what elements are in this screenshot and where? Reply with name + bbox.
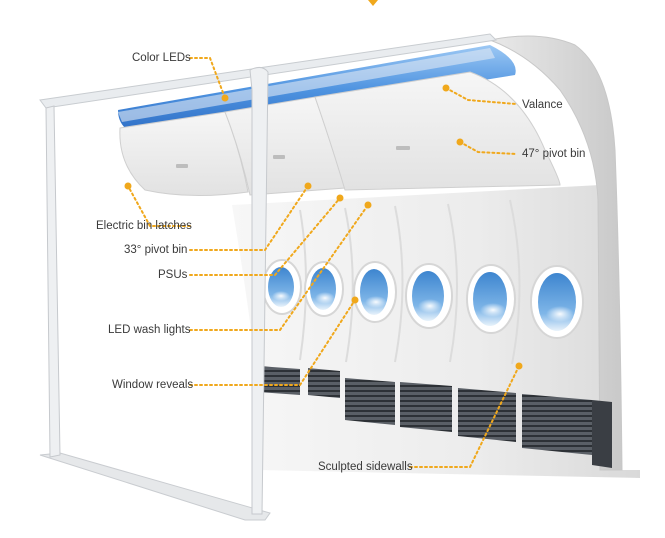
window	[305, 262, 343, 316]
label-valance: Valance	[522, 98, 563, 112]
window	[467, 265, 515, 333]
label-47-pivot-bin: 47° pivot bin	[522, 147, 585, 161]
window	[354, 262, 396, 322]
floor-rail	[40, 453, 270, 520]
bin-latch	[176, 164, 188, 168]
label-led-wash-lights: LED wash lights	[108, 323, 190, 337]
top-marker	[368, 0, 378, 6]
label-33-pivot-bin: 33° pivot bin	[124, 243, 187, 257]
window	[531, 266, 583, 338]
label-electric-bin-latches: Electric bin latches	[96, 219, 192, 233]
window	[406, 264, 452, 328]
label-psus: PSUs	[158, 268, 187, 282]
bin-latch	[396, 146, 410, 150]
bin-latch	[273, 155, 285, 159]
label-window-reveals: Window reveals	[112, 378, 193, 392]
label-sculpted-sidewalls: Sculpted sidewalls	[318, 460, 413, 474]
label-color-leds: Color LEDs	[132, 51, 191, 65]
